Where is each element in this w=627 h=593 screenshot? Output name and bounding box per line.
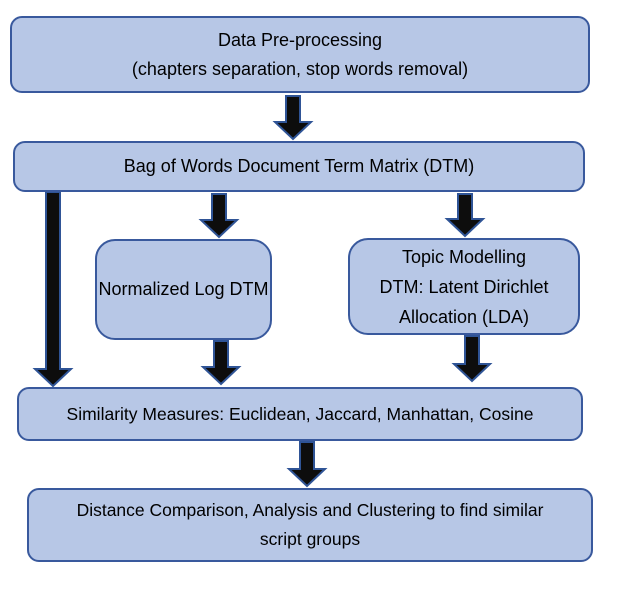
node-topic-modelling-lda: Topic Modelling DTM: Latent Dirichlet Al… <box>348 238 580 335</box>
arrow-similarity-measures-to-distance-comparison <box>286 441 328 488</box>
node-data-preprocessing-line: Data Pre-processing <box>217 29 383 50</box>
node-similarity-measures: Similarity Measures: Euclidean, Jaccard,… <box>17 387 583 441</box>
node-distance-comparison-line: Distance Comparison, Analysis and Cluste… <box>76 500 544 520</box>
node-similarity-measures-line: Similarity Measures: Euclidean, Jaccard,… <box>66 403 534 424</box>
arrow-normalized-log-dtm-to-similarity-measures <box>200 340 242 386</box>
node-data-preprocessing-line: (chapters separation, stop words removal… <box>131 58 469 79</box>
arrow-bow-dtm-to-normalized-log-dtm <box>198 193 240 239</box>
node-topic-modelling-lda-line: Allocation (LDA) <box>398 306 530 327</box>
arrow-bow-dtm-to-topic-modelling-lda <box>444 193 486 238</box>
arrow-bow-dtm-to-similarity-measures <box>32 191 74 388</box>
arrow-topic-modelling-lda-to-similarity-measures <box>451 335 493 383</box>
node-data-preprocessing: Data Pre-processing (chapters separation… <box>10 16 590 93</box>
node-topic-modelling-lda-line: Topic Modelling <box>401 246 527 267</box>
node-topic-modelling-lda-line: DTM: Latent Dirichlet <box>379 276 549 297</box>
node-distance-comparison-clustering: Distance Comparison, Analysis and Cluste… <box>27 488 593 562</box>
node-bow-dtm-line: Bag of Words Document Term Matrix (DTM) <box>123 156 475 176</box>
node-normalized-log-dtm: Normalized Log DTM <box>95 239 272 340</box>
node-distance-comparison-line: script groups <box>259 529 361 549</box>
arrow-data-preprocessing-to-bow-dtm <box>272 95 314 141</box>
node-bow-dtm: Bag of Words Document Term Matrix (DTM) <box>13 141 585 192</box>
node-normalized-log-dtm-line: Normalized Log DTM <box>98 279 269 299</box>
